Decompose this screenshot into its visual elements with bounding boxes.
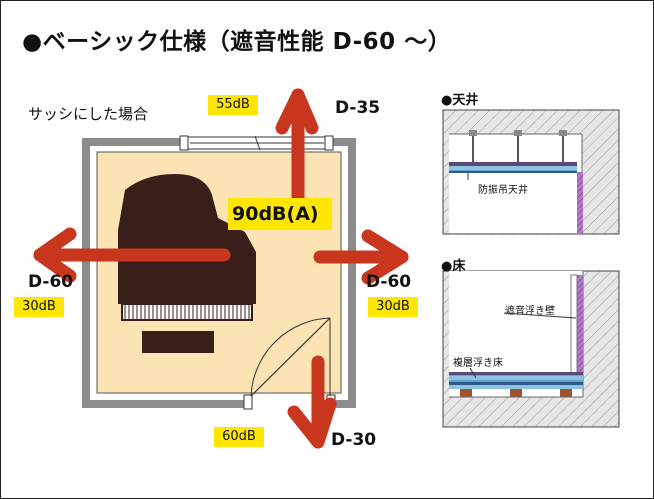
sash-note: サッシにした場合 <box>28 105 149 123</box>
ceiling-section <box>442 109 620 235</box>
right-rating: D-60 <box>366 272 412 292</box>
floor-label: 複層浮き床 <box>453 354 503 369</box>
top-rating: D-35 <box>335 98 381 118</box>
floor-section <box>442 270 620 428</box>
top-level-badge: 55dB <box>208 95 258 115</box>
sound-arrows <box>33 88 409 449</box>
center-level-badge <box>228 198 332 230</box>
arrow-up <box>275 88 319 204</box>
piano <box>118 174 256 353</box>
left-level-badge: 30dB <box>14 297 64 317</box>
arrow-left <box>33 227 231 283</box>
left-rating: D-60 <box>28 272 74 292</box>
bottom-rating: D-30 <box>331 430 377 450</box>
arrow-down <box>287 355 337 449</box>
piano-bench <box>142 331 214 353</box>
bottom-level-badge: 60dB <box>214 427 264 447</box>
ceiling-heading: ●天井 <box>441 93 479 108</box>
piano-keyboard <box>121 303 253 321</box>
ceiling-wall-insulation <box>577 172 583 233</box>
floor-heading: ●床 <box>441 259 466 274</box>
top-window <box>179 135 334 151</box>
arrow-right <box>313 229 409 285</box>
page-title: ●ベーシック仕様（遮音性能 D-60 〜） <box>22 29 452 55</box>
wall-label: 遮音浮き壁 <box>505 302 555 317</box>
right-level-badge: 30dB <box>368 297 418 317</box>
floating-wall <box>577 275 583 375</box>
ceiling-label: 防振吊天井 <box>478 181 528 196</box>
center-level: 90dB(A) <box>232 203 319 225</box>
